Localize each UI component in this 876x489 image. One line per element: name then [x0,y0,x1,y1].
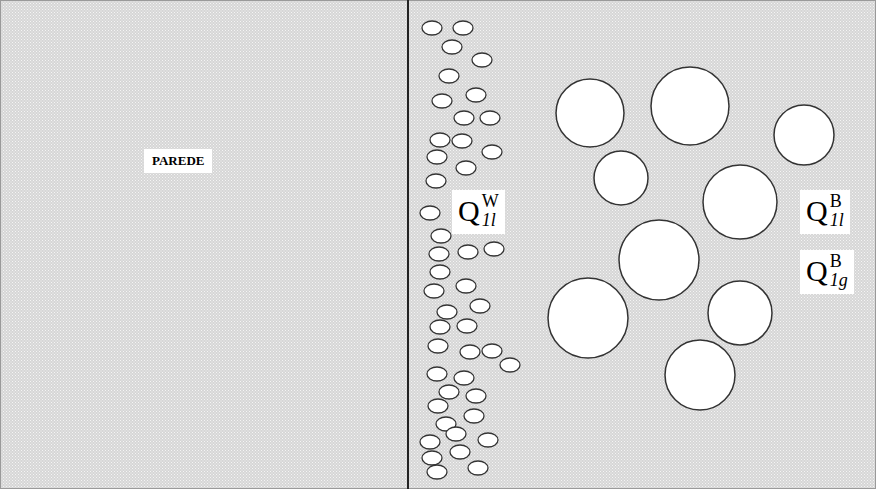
script-stack: B1g [830,252,848,290]
wall-surface-line [407,0,409,489]
subscript: 1l [482,211,499,230]
wall-label: PAREDE [144,149,212,173]
small-wall-bubbles [420,21,520,479]
subscript: 1l [830,211,844,230]
script-stack: B1l [830,192,844,230]
large-bulk-bubbles [548,67,834,410]
wall-region: PAREDE [0,0,407,489]
superscript: B [830,252,848,271]
heat-flux-label: QB1g [800,250,854,294]
symbol: Q [806,196,828,226]
script-stack: W1l [482,192,499,230]
heat-flux-label: QW1l [452,190,505,234]
superscript: W [482,192,499,211]
symbol: Q [806,256,828,286]
subscript: 1g [830,271,848,290]
symbol: Q [458,196,480,226]
heat-flux-label: QB1l [800,190,850,234]
superscript: B [830,192,844,211]
